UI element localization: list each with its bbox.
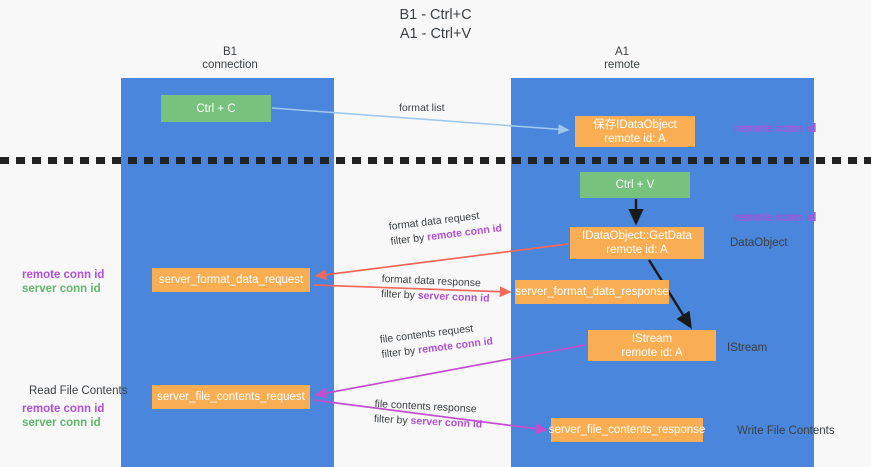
diagram-title: B1 - Ctrl+C A1 - Ctrl+V [399,7,472,42]
node-server-file-contents-response[interactable]: server_file_contents_response [549,418,705,442]
filter-prefix: filter by [380,344,419,361]
label-dataobject: DataObject [730,237,788,249]
edge-label-format-data-response: format data response filter by server co… [381,272,491,307]
node-istream[interactable]: IStream remote id: A [588,330,716,361]
label-remote-conn-id-mid: remote conn id [734,212,817,224]
edge-label-format-data-request: format data request filter by remote con… [388,206,503,249]
node-ctrl-c[interactable]: Ctrl + C [161,95,271,122]
node-server-format-data-response[interactable]: server_format_data_response [515,280,669,304]
label-istream: IStream [727,342,768,354]
label-write-file-contents: Write File Contents [737,425,835,437]
node-idataobject[interactable]: 保存IDataObject remote id: A [575,116,695,147]
label-remote-conn-id-top: remote conn id [734,123,817,135]
label-server-conn-id: server conn id [22,283,101,295]
filter-prefix: filter by [373,412,411,427]
phase-divider [0,157,871,164]
column-header-b1: B1 connection [202,46,258,71]
label-conn-id-group-top: remote conn id server conn id [22,268,104,296]
label-remote-conn-id: remote conn id [22,403,105,415]
label-read-file-contents: Read File Contents [29,385,128,397]
label-remote-conn-id: remote conn id [22,269,105,281]
edge-label-file-contents-request: file contents request filter by remote c… [379,319,494,362]
edge-label-file-contents-response: file contents response filter by server … [373,397,483,433]
label-conn-id-group-bottom: remote conn id server conn id [22,402,104,430]
node-idataobject-getdata[interactable]: IDataObject::GetData remote id: A [570,227,704,259]
filter-prefix: filter by [389,231,428,248]
filter-key: server conn id [410,414,483,431]
node-server-format-data-request[interactable]: server_format_data_request [152,268,310,292]
label-server-conn-id: server conn id [22,417,101,429]
filter-prefix: filter by [380,287,419,302]
edge-label-format-list: format list [399,102,445,114]
column-header-a1: A1 remote [604,46,640,71]
node-server-file-contents-request[interactable]: server_file_contents_request [152,385,310,409]
filter-key: server conn id [417,289,490,305]
node-ctrl-v[interactable]: Ctrl + V [580,172,690,198]
